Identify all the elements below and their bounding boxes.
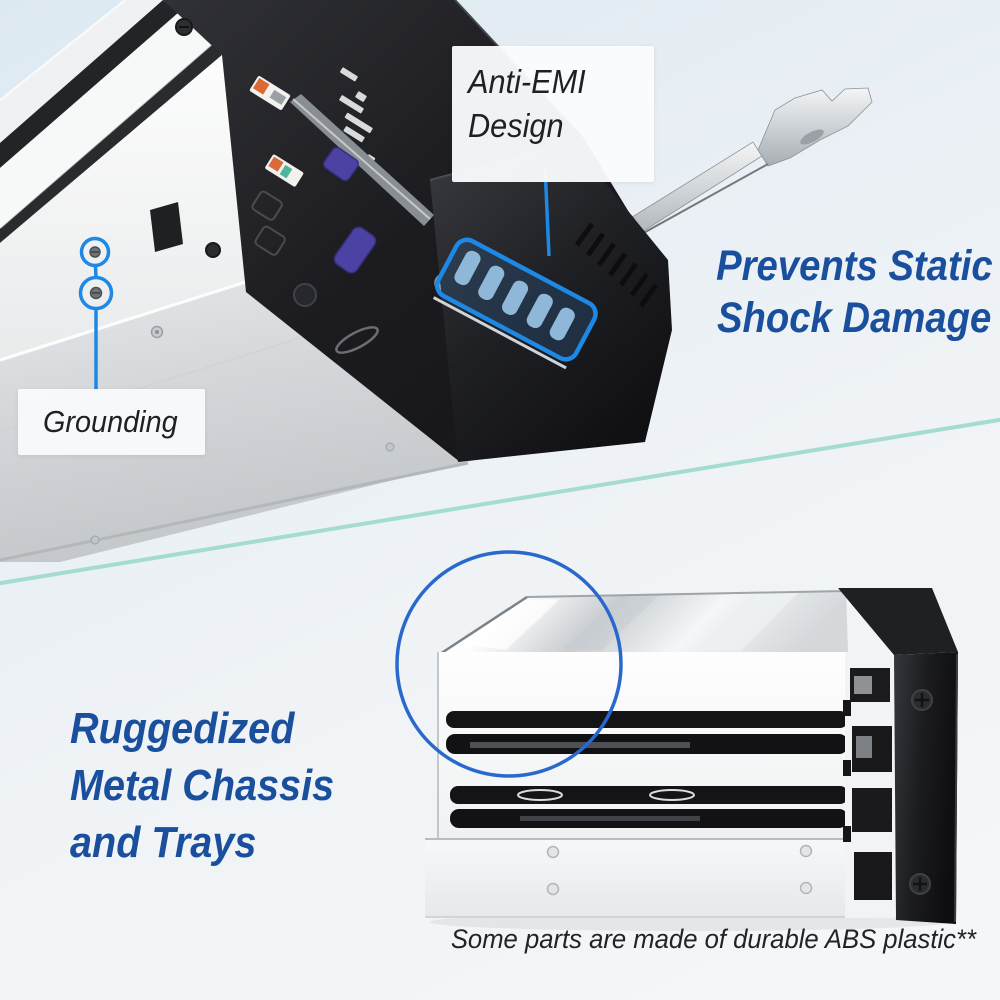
side-panel-screws [909, 689, 933, 895]
static-headline-line2: Shock Damage [716, 294, 992, 342]
zoom-highlight-circle [395, 550, 623, 778]
grounding-callout-label: Grounding [18, 389, 205, 455]
chassis-photo [395, 550, 958, 931]
certification-sticker-icon [265, 154, 304, 187]
round-port [293, 283, 317, 307]
mobile-rack-photo [0, 0, 873, 562]
plate-screw [150, 325, 164, 339]
grounding-callout-circle [79, 236, 111, 268]
grounding-callout [78, 236, 114, 390]
tray-latch-column [843, 652, 895, 918]
chassis-top-face [439, 590, 848, 660]
grounding-contact-fingers [454, 250, 575, 341]
grounding-label-text: Grounding [43, 404, 178, 439]
static-headline-line1: Prevents Static [715, 242, 993, 290]
chassis-headline-line2: Metal Chassis [70, 761, 335, 810]
chassis-bottom-bracket [425, 838, 862, 918]
anti-emi-label-line1: Anti-EMI [468, 63, 586, 100]
abs-plastic-footnote: Some parts are made of durable ABS plast… [437, 922, 976, 956]
black-side-panel [838, 588, 958, 924]
plate-screw [385, 442, 395, 452]
anti-emi-callout-label: Anti-EMI Design [452, 46, 654, 182]
chassis-headline-line3: and Trays [70, 818, 257, 867]
drive-trays [0, 0, 248, 365]
vent-fins [574, 222, 659, 308]
chassis-headline-line1: Ruggedized [70, 704, 295, 753]
ruggedized-chassis-headline: Ruggedized Metal Chassis and Trays [70, 700, 400, 871]
certification-sticker-icon [249, 76, 291, 110]
grounding-screws [89, 246, 103, 300]
bracket-screw-holes [546, 844, 813, 896]
static-protection-headline: Prevents Static Shock Damage [694, 240, 1000, 344]
chassis-front-face [437, 652, 861, 840]
port-label-marks [339, 67, 376, 163]
footnote-text: Some parts are made of durable ABS plast… [450, 924, 976, 954]
teal-divider-line [0, 417, 1000, 586]
anti-emi-label-line2: Design [468, 107, 564, 144]
oval-cutout [335, 326, 379, 354]
anti-emi-contact-strip [432, 237, 598, 370]
switch-cutouts [251, 190, 286, 256]
plate-screw [90, 535, 100, 545]
